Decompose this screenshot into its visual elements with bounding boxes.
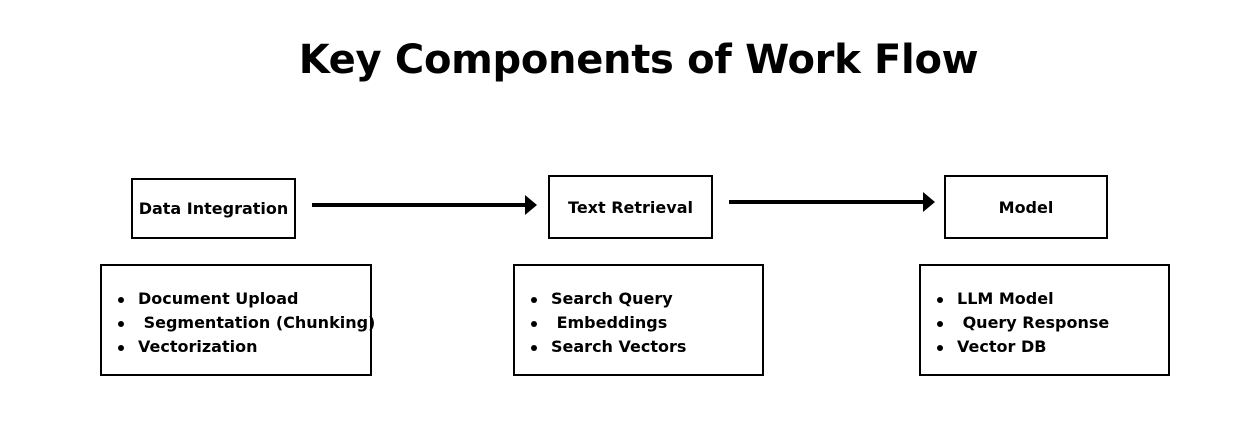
stage-box-text-retrieval: Text Retrieval xyxy=(548,175,713,239)
detail-box-data-integration: Document Upload Segmentation (Chunking) … xyxy=(100,264,375,376)
list-item: Document Upload xyxy=(116,287,370,311)
arrow-shaft xyxy=(312,203,527,207)
arrow-head xyxy=(525,195,537,215)
list-item: Query Response xyxy=(935,311,1168,335)
detail-list: Document Upload Segmentation (Chunking) … xyxy=(116,287,375,359)
stage-label: Data Integration xyxy=(138,199,289,218)
stage-box-model: Model xyxy=(944,175,1108,239)
detail-list: LLM Model Query Response Vector DB xyxy=(935,287,1168,359)
flow-arrow-2 xyxy=(729,192,935,212)
list-item: Search Query xyxy=(529,287,762,311)
stage-label: Text Retrieval xyxy=(568,197,693,217)
arrow-head xyxy=(923,192,935,212)
detail-box-text-retrieval: Search Query Embeddings Search Vectors xyxy=(513,264,764,376)
list-item: Segmentation (Chunking) xyxy=(116,311,375,335)
list-item: Vectorization xyxy=(116,335,370,359)
stage-box-data-integration: Data Integration xyxy=(131,178,296,239)
list-item: Search Vectors xyxy=(529,335,762,359)
detail-box-model: LLM Model Query Response Vector DB xyxy=(919,264,1170,376)
list-item: LLM Model xyxy=(935,287,1168,311)
list-item: Vector DB xyxy=(935,335,1168,359)
arrow-shaft xyxy=(729,200,925,204)
stage-label: Model xyxy=(998,197,1054,217)
diagram-title: Key Components of Work Flow xyxy=(298,37,979,83)
detail-list: Search Query Embeddings Search Vectors xyxy=(529,287,762,359)
list-item: Embeddings xyxy=(529,311,762,335)
flow-arrow-1 xyxy=(312,195,537,215)
